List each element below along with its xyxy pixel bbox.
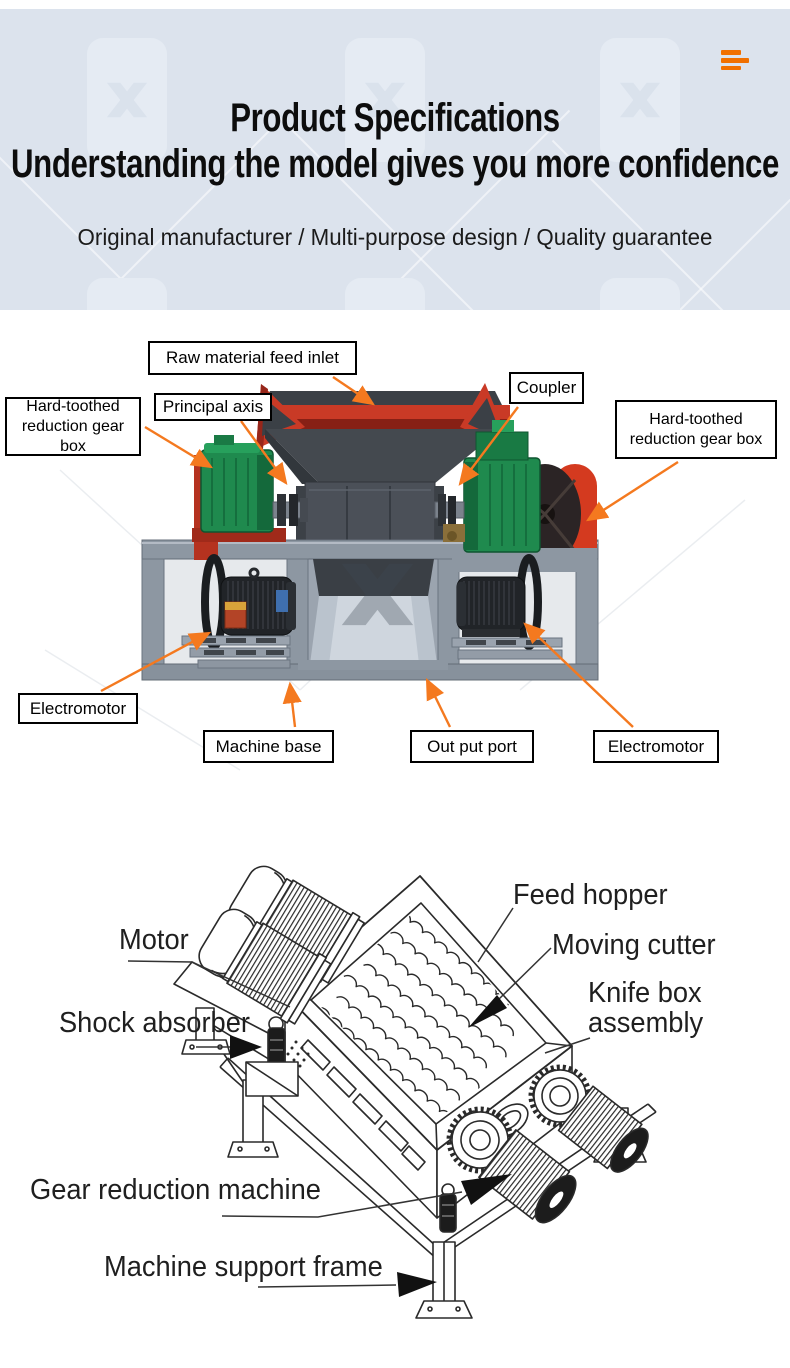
label-coupler: Coupler (509, 372, 584, 404)
page-subtitle: Original manufacturer / Multi-purpose de… (77, 224, 713, 250)
logo-watermark-tile (87, 38, 167, 162)
page-title: Product Specifications (230, 96, 560, 140)
label-out-put-port: Out put port (410, 730, 534, 763)
label-gear-reduction-machine: Gear reduction machine (30, 1174, 321, 1206)
label-raw-material-feed-inlet: Raw material feed inlet (148, 341, 357, 375)
logo-watermark-tile (600, 278, 680, 310)
hamburger-menu-icon[interactable] (721, 50, 751, 72)
logo-watermark-tile (345, 38, 425, 162)
label-machine-support-frame: Machine support frame (104, 1251, 383, 1283)
label-machine-base: Machine base (203, 730, 334, 763)
label-hard-toothed-gearbox-left: Hard-toothed reduction gear box (5, 397, 141, 456)
label-feed-hopper: Feed hopper (513, 879, 668, 911)
label-electromotor-left: Electromotor (18, 693, 138, 724)
label-knife-box-assembly: Knife box assembly (588, 977, 704, 1040)
label-motor: Motor (119, 924, 189, 956)
logo-watermark-tile (87, 278, 167, 310)
label-electromotor-right: Electromotor (593, 730, 719, 763)
logo-watermark-tile (345, 278, 425, 310)
page-header: Product Specifications Understanding the… (0, 9, 790, 310)
callout-arrows (100, 376, 679, 728)
label-moving-cutter: Moving cutter (552, 929, 716, 961)
shredder-line-drawing (173, 865, 657, 1319)
shredder-photo (44, 383, 746, 771)
drawing-leader-lines (127, 907, 591, 1297)
label-hard-toothed-gearbox-right: Hard-toothed reduction gear box (615, 400, 777, 459)
page-title-line2: Understanding the model gives you more c… (11, 142, 779, 186)
label-principal-axis: Principal axis (154, 393, 272, 421)
label-shock-absorber: Shock absorber (59, 1007, 250, 1039)
logo-watermark-tile (600, 38, 680, 162)
